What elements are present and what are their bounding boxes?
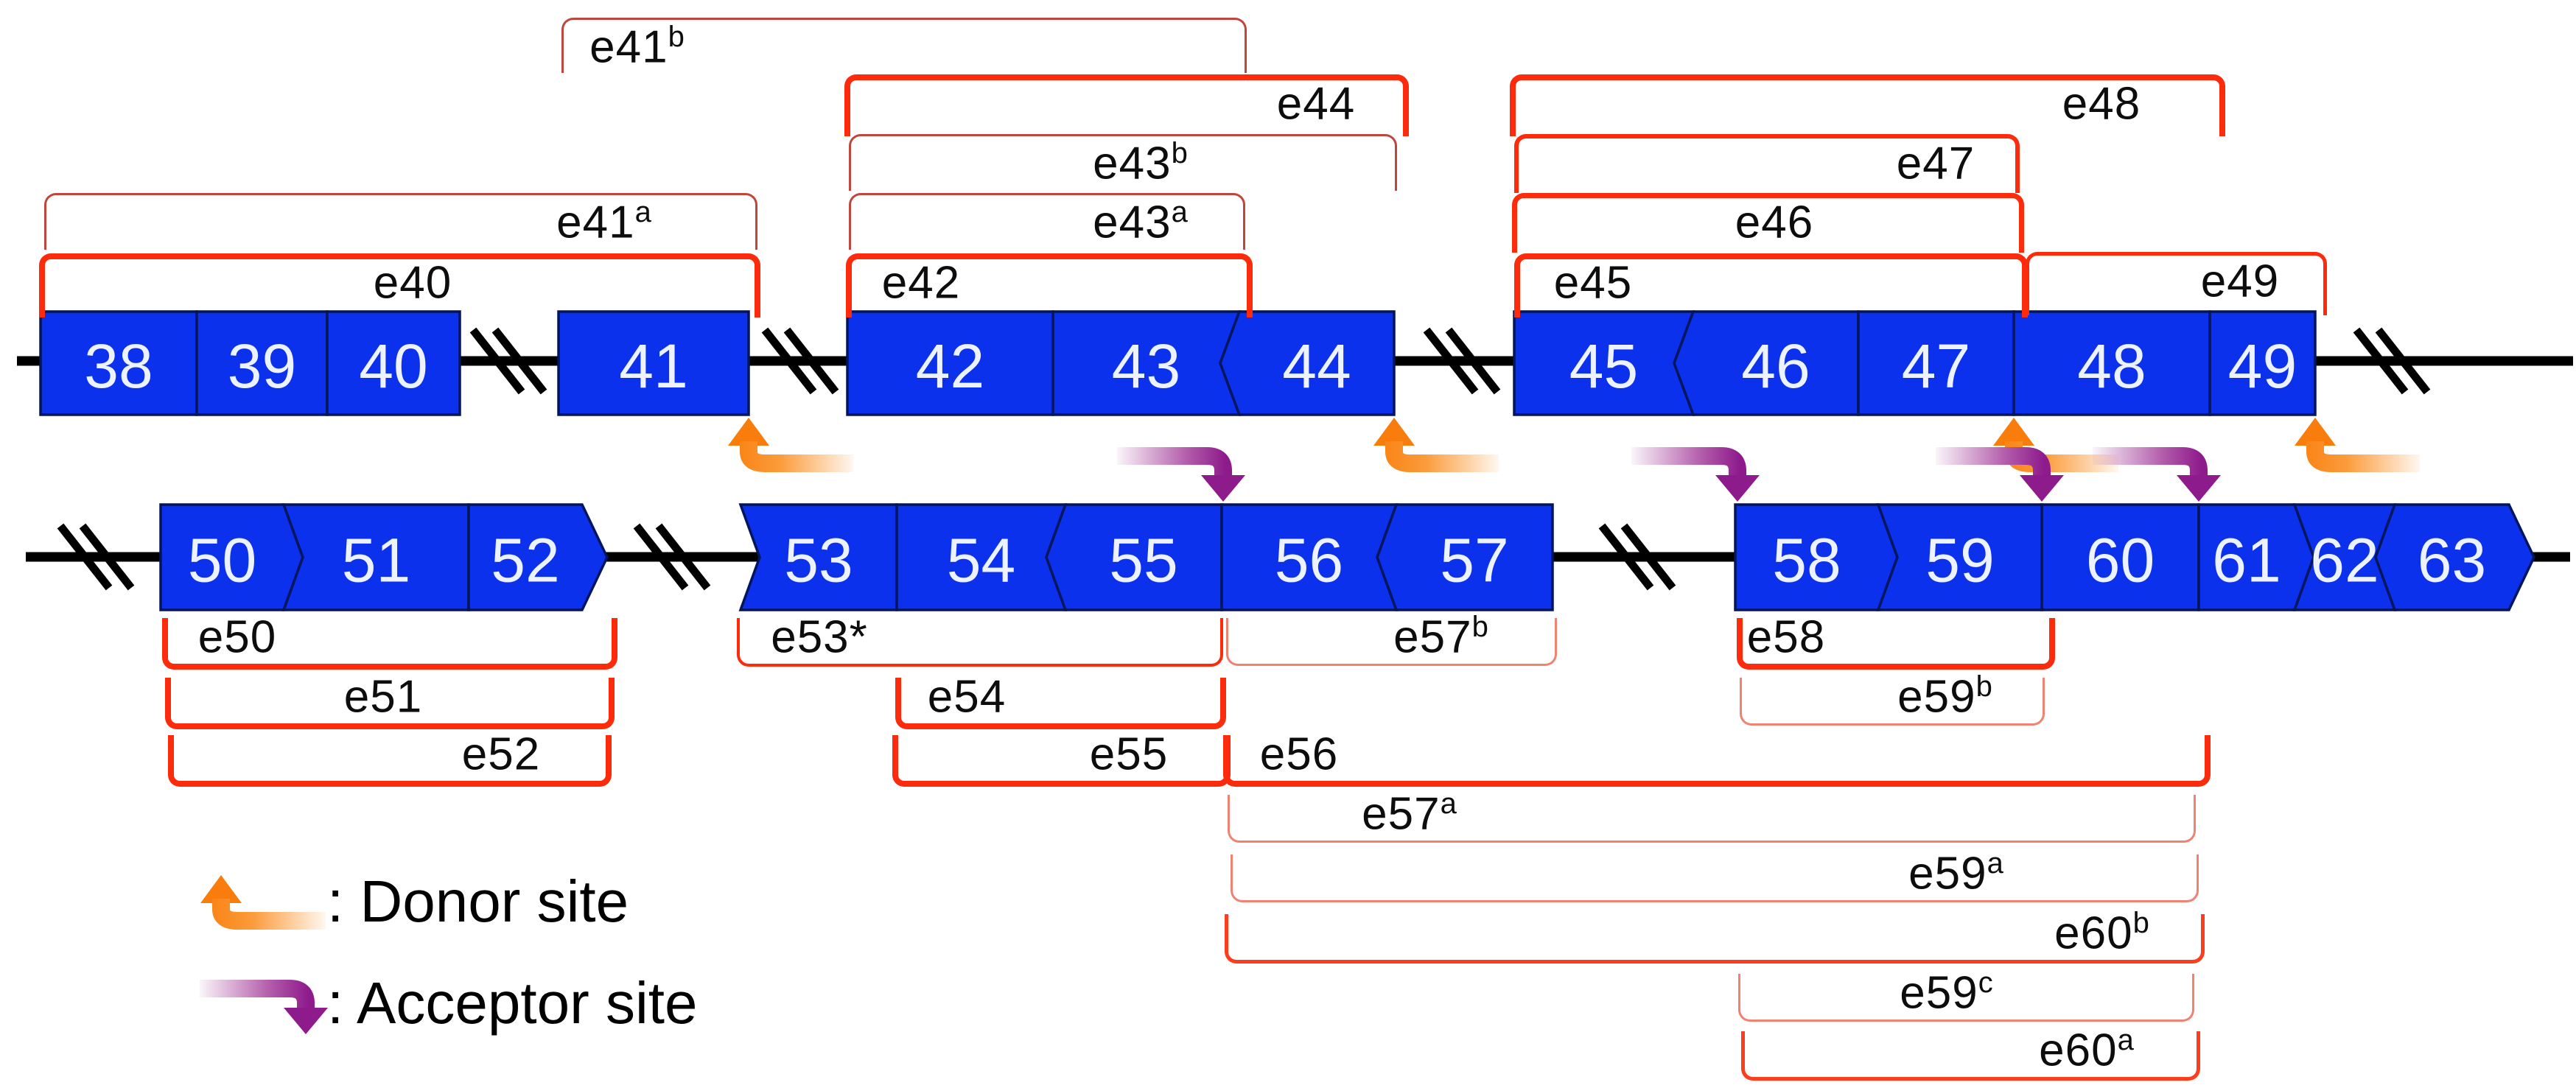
exon-50-number: 50: [188, 526, 256, 595]
exon-52-number: 52: [491, 526, 559, 595]
exon-63: [2374, 503, 2535, 611]
exon-45-number: 45: [1569, 331, 1638, 401]
donor-site-icon: [199, 874, 332, 939]
exon-38-number: 38: [84, 331, 153, 401]
exon-40-number: 40: [359, 331, 427, 401]
exon-53-number: 53: [784, 526, 853, 595]
exon-58-number: 58: [1772, 526, 1841, 595]
line-break-icon: [1423, 327, 1501, 395]
exon-46-number: 46: [1741, 331, 1810, 401]
exon-61-number: 61: [2212, 526, 2281, 595]
exon-41-number: 41: [619, 331, 687, 401]
exon-39-number: 39: [228, 331, 296, 401]
exon-60-number: 60: [2086, 526, 2155, 595]
exon-47-number: 47: [1902, 331, 1970, 401]
line-break-icon: [633, 523, 711, 591]
exon-41: [557, 310, 750, 416]
exon-55-number: 55: [1109, 526, 1177, 595]
exon-48-number: 48: [2077, 331, 2146, 401]
line-break-icon: [1598, 523, 1676, 591]
exon-52: [467, 503, 609, 611]
line-break-icon: [57, 523, 135, 591]
exon-57-number: 57: [1440, 526, 1508, 595]
exon-46: [1673, 310, 1860, 416]
line-break-icon: [2353, 327, 2431, 395]
exon-63-number: 63: [2418, 526, 2486, 595]
line-break-icon: [761, 327, 839, 395]
exon-44: [1219, 310, 1396, 416]
legend-acceptor-label: : Acceptor site: [327, 970, 698, 1036]
exon-55: [1045, 503, 1223, 611]
exon-51-number: 51: [342, 526, 410, 595]
exon-59-number: 59: [1925, 526, 1994, 595]
exon-54-number: 54: [947, 526, 1015, 595]
exon-59: [1876, 503, 2043, 611]
exon-42-number: 42: [916, 331, 984, 401]
exon-62-number: 62: [2310, 526, 2379, 595]
exon-51: [281, 503, 470, 611]
line-break-icon: [469, 327, 547, 395]
exon-49: [2208, 310, 2317, 416]
legend-donor-label: : Donor site: [327, 868, 629, 934]
exon-57: [1376, 503, 1554, 611]
exon-53: [738, 503, 898, 611]
exon-43-number: 43: [1112, 331, 1180, 401]
exon-56-number: 56: [1275, 526, 1343, 595]
acceptor-site-icon: [195, 974, 328, 1039]
exon-49-number: 49: [2228, 331, 2297, 401]
exon-44-number: 44: [1282, 331, 1351, 401]
exon-40: [326, 310, 461, 416]
